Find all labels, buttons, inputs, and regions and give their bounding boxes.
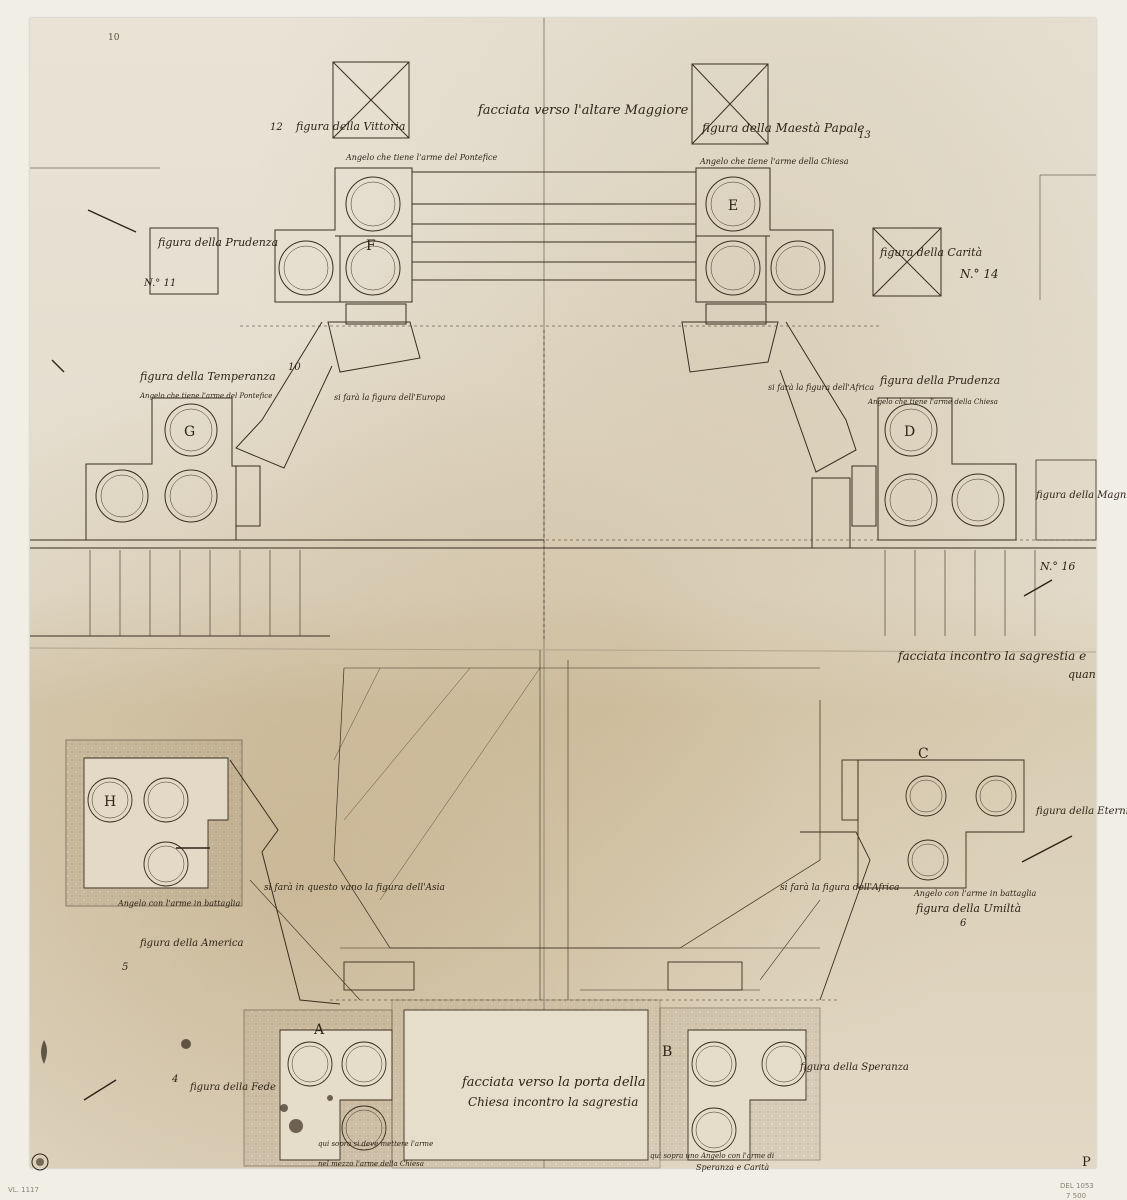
label-angel-top-left: Angelo che tiene l'arme del Pontefice bbox=[345, 153, 498, 162]
label-angel-bottom-left: Angelo con l'arme in battaglia bbox=[117, 899, 240, 908]
corner-number-top: 10 bbox=[108, 33, 120, 43]
label-si-fara-1: si farà la figura dell'Europa bbox=[334, 393, 446, 402]
label-note-bottom-right: qui sopra uno Angelo con l'arme di bbox=[650, 1152, 774, 1160]
label-facade-bottom-1: facciata verso la porta della bbox=[461, 1075, 646, 1090]
label-fig-carita: figura della Carità bbox=[879, 246, 982, 259]
label-facade-right: facciata incontro la sagrestia e bbox=[897, 649, 1086, 663]
label-num-11: N.° 11 bbox=[143, 278, 176, 289]
stamp-right-2: 7 500 bbox=[1066, 1192, 1087, 1200]
label-fig-magnif: figura della Magnificenza bbox=[1035, 490, 1127, 501]
label-num-4: 4 bbox=[171, 1074, 178, 1085]
label-si-fara-2: si farà la figura dell'Africa bbox=[768, 383, 874, 392]
pen-strokes bbox=[51, 209, 1073, 1101]
label-angel-left: Angelo che tiene l'arme del Pontefice bbox=[139, 392, 272, 400]
box-carita bbox=[872, 227, 942, 297]
pedestal-E bbox=[695, 167, 834, 303]
letter-G: G bbox=[184, 424, 195, 440]
label-fig-temperanza: figura della Temperanza bbox=[139, 370, 276, 383]
label-num-6: 6 bbox=[960, 918, 967, 929]
label-num-10: 10 bbox=[288, 362, 301, 373]
stamp-right: DEL 1053 bbox=[1060, 1182, 1094, 1190]
label-note-bottom-left-2: nel mezzo l'arme della Chiesa bbox=[318, 1160, 424, 1168]
corner-letter-P: P bbox=[1082, 1155, 1091, 1170]
label-fig-america: figura della America bbox=[139, 938, 243, 949]
letter-E: E bbox=[728, 198, 738, 214]
letter-H: H bbox=[104, 794, 116, 810]
label-fig-speranza: figura della Speranza bbox=[799, 1062, 909, 1073]
label-note-bottom-left: qui sopra si deve mettere l'arme bbox=[318, 1140, 433, 1148]
pedestal-C bbox=[857, 759, 1025, 889]
pedestal-D bbox=[877, 397, 1017, 541]
label-num-16: N.° 16 bbox=[1039, 560, 1075, 573]
label-si-fara-4: si farà la figura dell'Africa bbox=[780, 882, 899, 893]
letter-B: B bbox=[662, 1044, 672, 1060]
pedestal-B bbox=[687, 1029, 807, 1161]
label-facade-top: facciata verso l'altare Maggiore bbox=[477, 103, 689, 118]
drawing-sheet bbox=[30, 18, 1096, 1168]
label-note-bottom-right-2: Speranza e Carità bbox=[696, 1163, 769, 1172]
label-facade-bottom-2: Chiesa incontro la sagrestia bbox=[468, 1095, 638, 1109]
label-angel-right: Angelo che tiene l'arme della Chiesa bbox=[867, 398, 998, 406]
label-num-12: 12 bbox=[270, 122, 283, 133]
label-num-5: 5 bbox=[122, 962, 128, 973]
horizontal-fold bbox=[29, 647, 1097, 653]
stamp-left: VL. 1117 bbox=[8, 1186, 39, 1194]
letter-C: C bbox=[918, 746, 929, 762]
pedestal-F bbox=[274, 167, 413, 303]
label-fig-umilta: figura della Umiltà bbox=[915, 902, 1021, 915]
label-fig-fede: figura della Fede bbox=[189, 1082, 276, 1093]
label-fig-prudenza: figura della Prudenza bbox=[157, 236, 278, 249]
label-fig-maesta: figura della Maestà Papale bbox=[701, 121, 865, 135]
label-angel-top-right: Angelo che tiene l'arme della Chiesa bbox=[699, 157, 849, 166]
box-maesta bbox=[691, 63, 769, 145]
label-angel-bottom-right: Angelo con l'arme in battaglia bbox=[913, 889, 1036, 898]
box-vittoria bbox=[332, 61, 410, 139]
pedestal-H bbox=[83, 757, 229, 889]
label-facade-right-2: quan bbox=[1068, 668, 1096, 681]
label-fig-prudenza-r: figura della Prudenza bbox=[879, 374, 1000, 387]
label-si-fara-3: si farà in questo vano la figura dell'As… bbox=[264, 882, 445, 893]
letter-F: F bbox=[366, 238, 376, 254]
museum-seal bbox=[31, 1153, 49, 1171]
ink-stains bbox=[41, 1039, 333, 1133]
label-num-14: N.° 14 bbox=[959, 267, 999, 281]
box-prudenza bbox=[149, 227, 219, 295]
label-fig-eternita: figura della Eternità bbox=[1035, 806, 1127, 817]
label-num-13: 13 bbox=[858, 130, 871, 141]
letter-A: A bbox=[313, 1022, 325, 1038]
letter-D: D bbox=[904, 424, 915, 440]
label-fig-vittoria: figura della Vittoria bbox=[295, 120, 405, 133]
